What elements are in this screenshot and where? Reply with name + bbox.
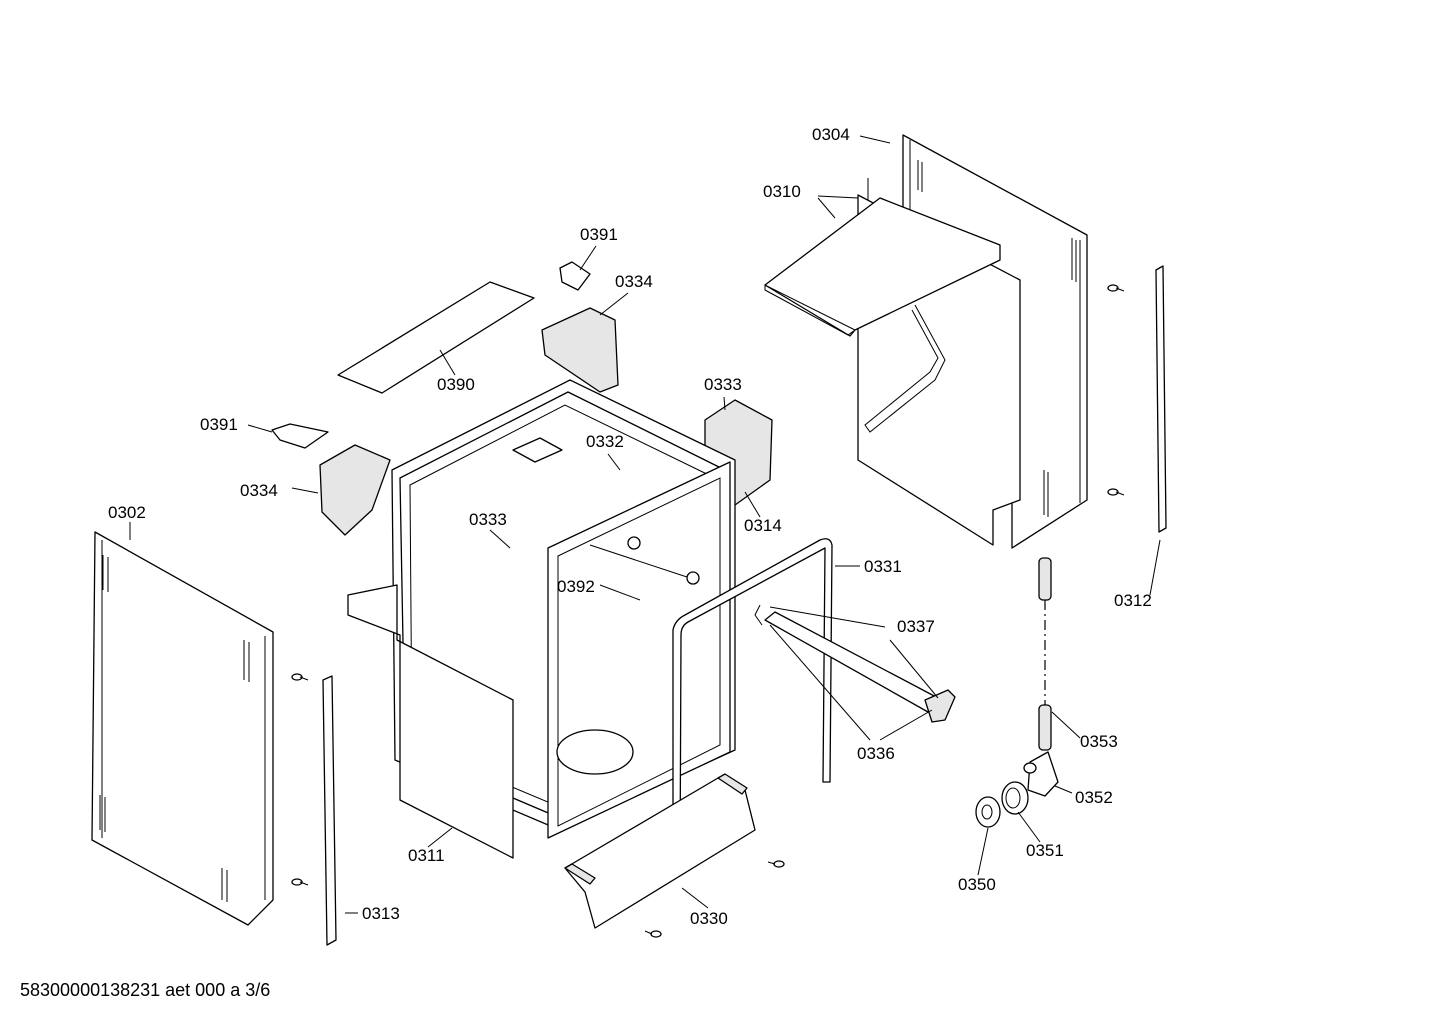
callout-0392: 0392: [557, 577, 595, 596]
callout-0352: 0352: [1075, 788, 1113, 807]
part-0330-plinth: [564, 773, 756, 929]
callout-0332: 0332: [586, 432, 624, 451]
callout-0302: 0302: [108, 503, 146, 522]
part-0313-trim-strip: [322, 675, 337, 946]
callout-0337: 0337: [897, 617, 935, 636]
callout-0330: 0330: [690, 909, 728, 928]
callout-0304: 0304: [812, 125, 850, 144]
callout-0391-top: 0391: [580, 225, 618, 244]
part-0334-hinge-block: [319, 307, 619, 536]
callout-0353: 0353: [1080, 732, 1118, 751]
callout-0314: 0314: [744, 516, 782, 535]
callout-0334-left: 0334: [240, 481, 278, 500]
part-0331-door-seal: [672, 538, 833, 871]
callout-0333-center: 0333: [469, 510, 507, 529]
screw-icon: [291, 673, 309, 886]
part-0310-side-panel: [764, 178, 1021, 546]
callout-0334-top: 0334: [615, 272, 653, 291]
callout-labels: 0304 0310 0391 0334 0390 0333 0391 0332 …: [108, 125, 1152, 928]
part-0312-trim-strip: [1155, 265, 1167, 533]
document-id-footer: 58300000138231 aet 000 a 3/6: [20, 980, 271, 1000]
callout-0312: 0312: [1114, 591, 1152, 610]
screw-icon: [1107, 284, 1125, 496]
callout-0313: 0313: [362, 904, 400, 923]
callout-0350: 0350: [958, 875, 996, 894]
part-0352-elbow-fitting: [1023, 751, 1059, 797]
part-0353-hose-connector: [1038, 557, 1052, 751]
callout-0390: 0390: [437, 375, 475, 394]
callout-0391-left: 0391: [200, 415, 238, 434]
callout-0311: 0311: [408, 846, 445, 865]
part-0350-cap: [975, 796, 1001, 828]
callout-0333-top: 0333: [704, 375, 742, 394]
part-0351-nut: [1001, 781, 1029, 815]
callout-0310: 0310: [763, 182, 801, 201]
screw-icon: [644, 860, 785, 938]
part-0311-front-panel: [347, 584, 514, 859]
callout-0331: 0331: [864, 557, 902, 576]
callout-0351: 0351: [1026, 841, 1064, 860]
leader-lines: [129, 135, 1161, 914]
callout-0336: 0336: [857, 744, 895, 763]
part-0391-bracket: [271, 261, 591, 449]
part-0390-insulation-strip: [337, 281, 535, 394]
part-0302-side-panel: [91, 531, 274, 926]
